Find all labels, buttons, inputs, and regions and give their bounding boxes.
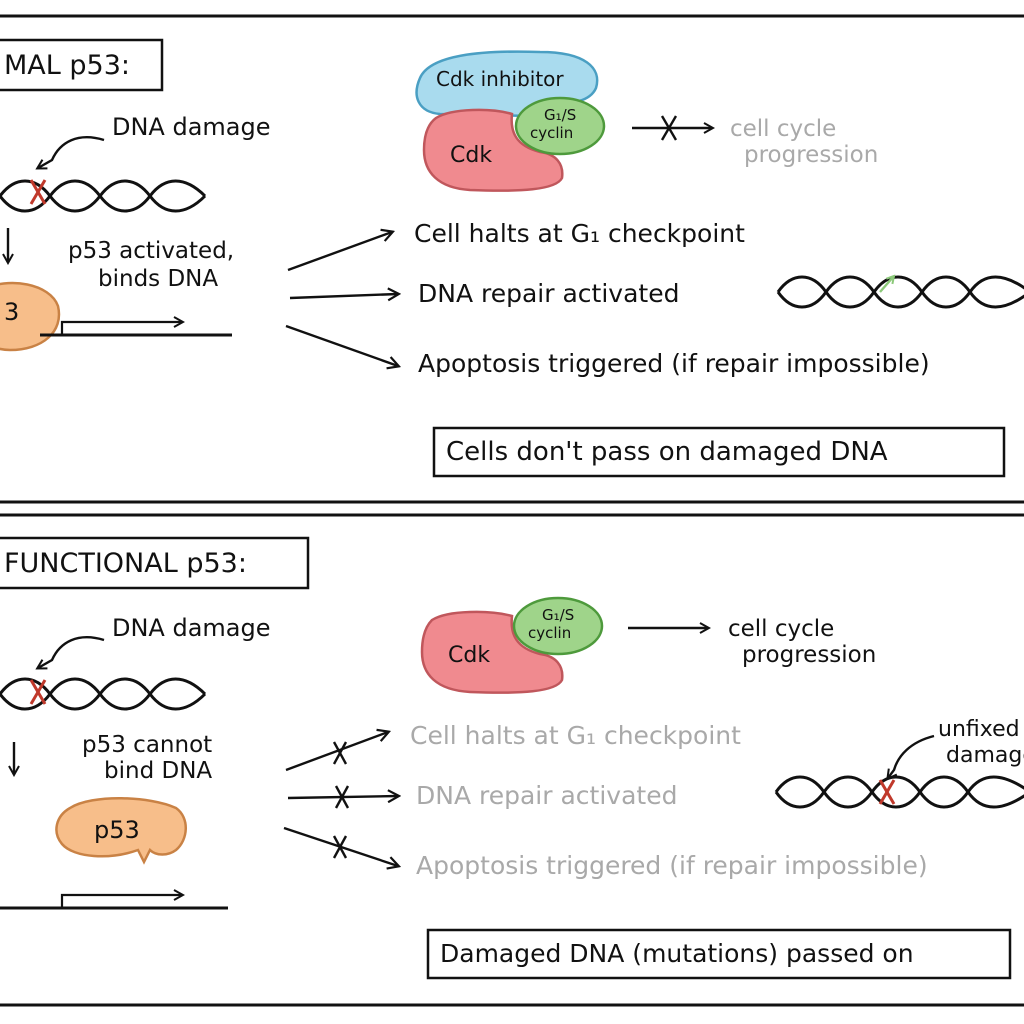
cdk-label: Cdk	[450, 143, 492, 168]
repaired-dna-helix	[776, 275, 1024, 309]
normal-p53-panel: MAL p53: DNA damage p53 activated, binds…	[0, 14, 1024, 504]
progression-line2: progression	[744, 142, 878, 168]
repair-check-arrow	[879, 276, 894, 293]
panel-border	[0, 513, 1024, 1007]
outcome-apoptosis: Apoptosis triggered (if repair impossibl…	[416, 851, 928, 880]
damage-pointer-arrow	[38, 636, 105, 668]
dysfunctional-p53-panel: FUNCTIONAL p53: DNA damage p53 cannot bi…	[0, 513, 1024, 1007]
conclusion-text: Cells don't pass on damaged DNA	[446, 437, 888, 467]
block-x-mark	[660, 115, 678, 141]
outcome-arrow-halt	[287, 232, 392, 272]
unfixed-pointer-arrow	[888, 734, 935, 778]
cdk-inhibitor-label: Cdk inhibitor	[436, 67, 564, 91]
transcription-arrow	[60, 895, 182, 907]
damage-x-mark	[29, 179, 47, 205]
panel-title-box	[0, 38, 164, 92]
block-x-mark	[332, 835, 348, 859]
cyclin-label-line1: G₁/S	[544, 106, 576, 124]
dna-damage-label: DNA damage	[112, 614, 271, 642]
panel-title: FUNCTIONAL p53:	[4, 548, 247, 579]
transcription-arrow	[60, 322, 182, 334]
cdk-shape	[420, 610, 564, 694]
progression-line1: cell cycle	[730, 116, 836, 142]
panel-title-box	[0, 536, 310, 590]
cyclin-shape	[512, 596, 604, 656]
blocked-arrow-halt	[285, 732, 388, 772]
p53-status-line2: bind DNA	[104, 758, 212, 784]
progression-line1: cell cycle	[728, 616, 834, 642]
p53-status-line1: p53 cannot	[82, 732, 212, 758]
outcome-repair: DNA repair activated	[416, 781, 677, 810]
outcome-halt: Cell halts at G₁ checkpoint	[410, 721, 741, 750]
cdk-label: Cdk	[448, 643, 490, 668]
cdk-shape	[422, 108, 564, 192]
p53-label: 3	[4, 298, 19, 326]
p53-status-line1: p53 activated,	[68, 238, 234, 264]
unfixed-label-line1: unfixed	[938, 717, 1020, 742]
cyclin-label-line2: cyclin	[530, 124, 573, 142]
dna-helix	[0, 179, 207, 213]
p53-protein-mutant	[55, 797, 187, 865]
progression-line2: progression	[742, 642, 876, 668]
conclusion-box	[432, 426, 1006, 478]
panel-title: MAL p53:	[4, 50, 130, 81]
cyclin-shape	[514, 96, 606, 156]
p53-label: p53	[94, 816, 140, 844]
mutated-dna-helix	[774, 775, 1024, 809]
outcome-arrow-repair	[289, 294, 398, 298]
block-x-mark	[332, 741, 348, 765]
block-x-mark	[334, 785, 350, 809]
outcome-halt: Cell halts at G₁ checkpoint	[414, 219, 745, 248]
damage-x-mark	[29, 679, 47, 705]
dna-helix	[0, 677, 207, 711]
damage-pointer-arrow	[38, 136, 105, 168]
conclusion-box	[426, 928, 1012, 980]
panel-border	[0, 14, 1024, 504]
outcome-arrow-apoptosis	[285, 324, 398, 366]
outcome-repair: DNA repair activated	[418, 279, 679, 308]
damage-x-mark	[878, 779, 896, 805]
cyclin-label-line1: G₁/S	[542, 606, 574, 624]
outcome-apoptosis: Apoptosis triggered (if repair impossibl…	[418, 349, 930, 378]
conclusion-text: Damaged DNA (mutations) passed on	[440, 939, 914, 968]
dna-damage-label: DNA damage	[112, 113, 271, 141]
p53-status-line2: binds DNA	[98, 266, 218, 292]
cyclin-label-line2: cyclin	[528, 624, 571, 642]
unfixed-label-line2: damage	[946, 743, 1024, 768]
